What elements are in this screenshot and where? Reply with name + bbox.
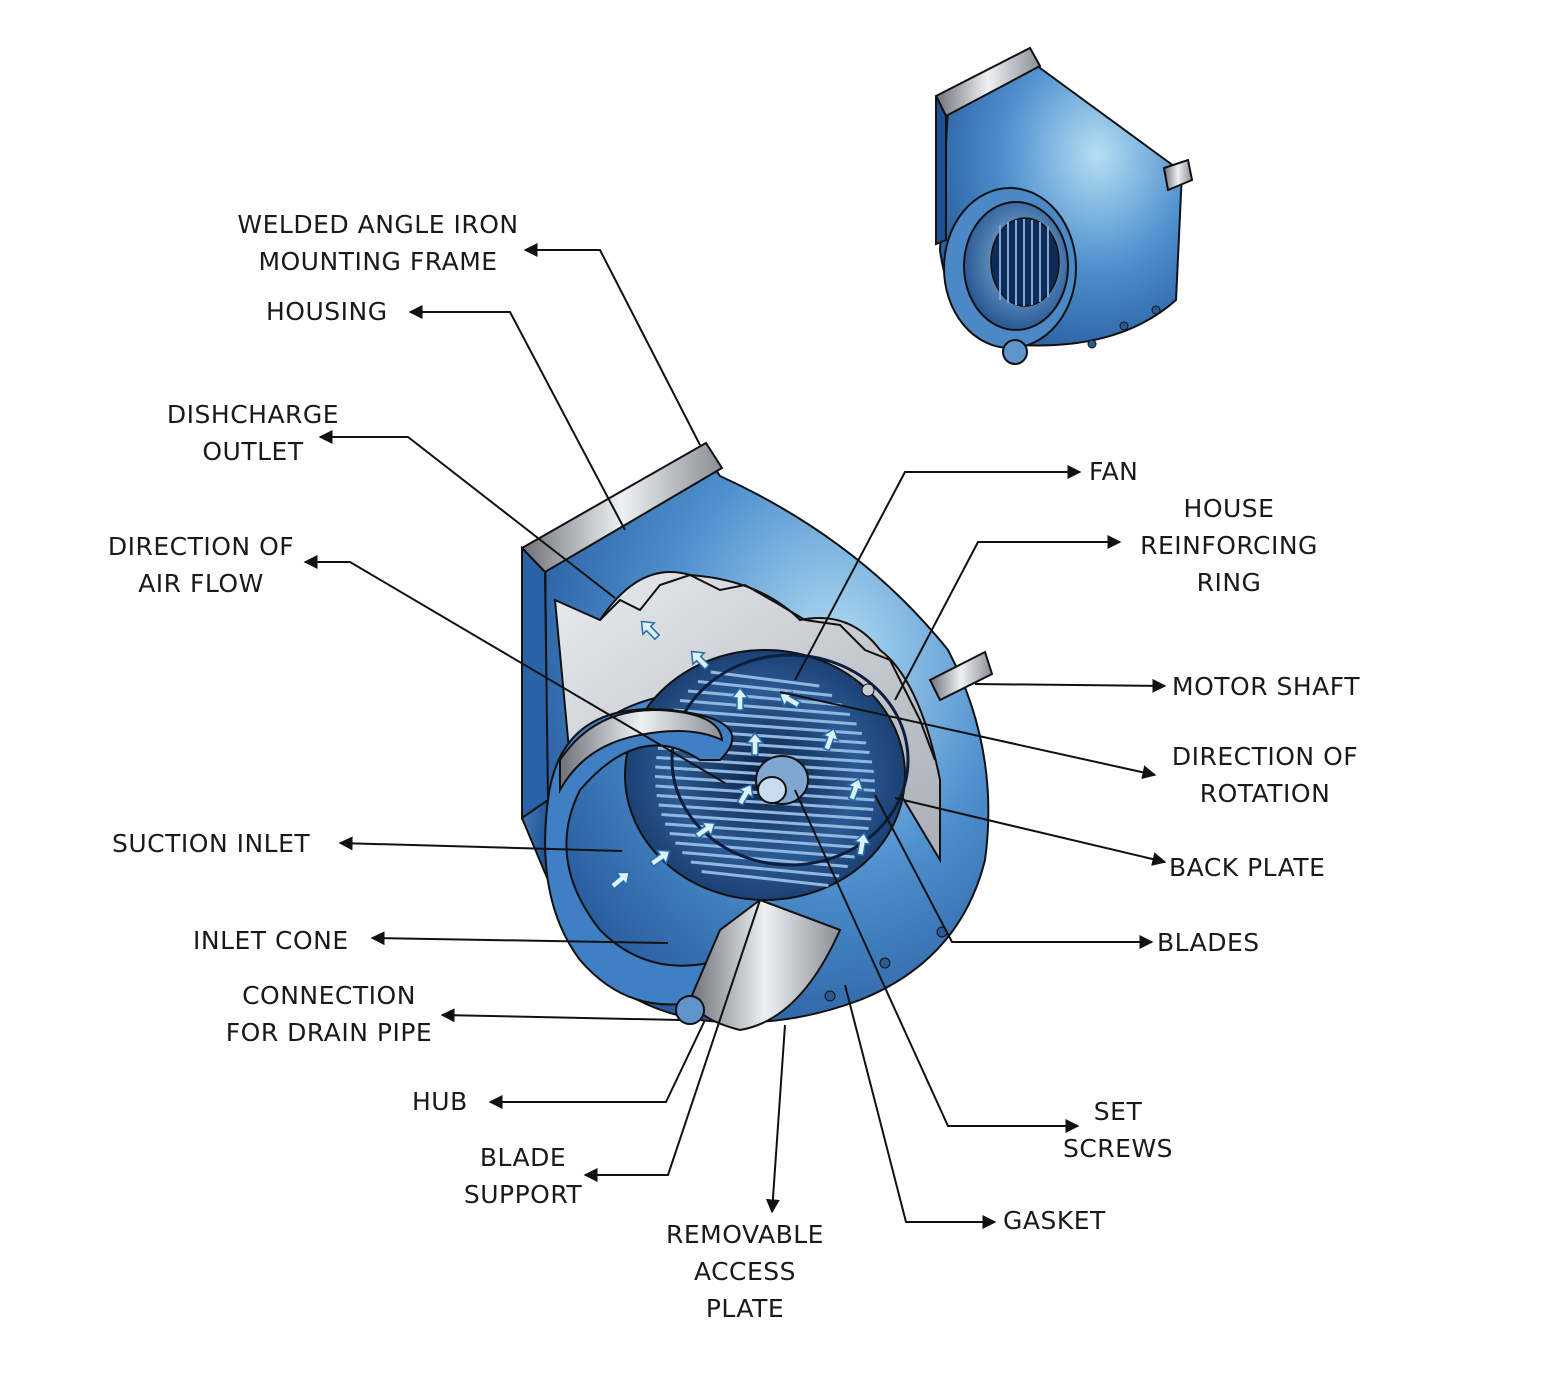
label-air-flow-line2: AIR FLOW: [138, 569, 264, 598]
fan-blade-slat: [710, 670, 820, 688]
airflow-arrow: [852, 831, 872, 857]
label-housing-line1: HOUSING: [266, 297, 388, 326]
label-housing: HOUSING: [266, 293, 388, 330]
label-set-screws-line1: SET: [1093, 1097, 1143, 1126]
leader-suction: [338, 836, 623, 852]
label-discharge-outlet: DISHCHARGE OUTLET: [152, 396, 354, 470]
label-direction-air-flow: DIRECTION OF AIR FLOW: [92, 528, 310, 602]
label-set-screws-line2: SCREWS: [1062, 1134, 1174, 1163]
label-blades-line1: BLADES: [1157, 928, 1260, 957]
leader-access-plate: [765, 1024, 786, 1214]
label-blade-support: BLADE SUPPORT: [450, 1139, 596, 1213]
label-access-line2: ACCESS: [693, 1257, 797, 1286]
fan-blade-slat: [687, 689, 843, 707]
airflow-arrow: [821, 727, 840, 752]
label-ring-line2: REINFORCING: [1140, 531, 1318, 560]
label-motor-shaft-line1: MOTOR SHAFT: [1172, 672, 1360, 701]
label-motor-shaft: MOTOR SHAFT: [1172, 668, 1360, 705]
leader-set-screws: [794, 789, 1080, 1133]
leader-inlet-cone: [370, 931, 669, 946]
label-ring-line1: HOUSE: [1183, 494, 1275, 523]
leader-motor-shaft: [974, 678, 1167, 693]
label-reinforcing-ring: HOUSE REINFORCING RING: [1122, 490, 1336, 601]
leader-gasket: [844, 984, 997, 1229]
label-set-screws: SET SCREWS: [1050, 1093, 1186, 1167]
leader-air-flow: [303, 555, 726, 784]
label-inlet-cone: INLET CONE: [193, 922, 349, 959]
label-hub-line1: HUB: [412, 1087, 468, 1116]
airflow-arrow: [846, 777, 865, 802]
label-welded-frame-line2: MOUNTING FRAME: [258, 247, 498, 276]
label-inlet-cone-line1: INLET CONE: [193, 926, 349, 955]
leader-back-plate: [894, 797, 1167, 866]
label-blade-support-line1: BLADE: [479, 1143, 567, 1172]
label-back-plate: BACK PLATE: [1169, 849, 1325, 886]
airflow-arrow: [690, 650, 711, 671]
label-fan-line1: FAN: [1089, 457, 1139, 486]
leader-lines: [303, 243, 1167, 1229]
fan-blade-slat: [661, 813, 869, 830]
label-blade-support-line2: SUPPORT: [463, 1180, 583, 1209]
label-gasket: GASKET: [1003, 1202, 1106, 1239]
label-fan: FAN: [1089, 453, 1138, 490]
leader-housing: [408, 305, 626, 531]
leader-fan: [794, 465, 1082, 681]
leader-rotation: [779, 691, 1157, 780]
label-discharge-line2: OUTLET: [202, 437, 304, 466]
airflow-arrow: [649, 849, 671, 868]
label-access-line1: REMOVABLE: [666, 1220, 824, 1249]
leader-welded-frame: [523, 243, 701, 446]
label-rotation-line2: ROTATION: [1199, 779, 1331, 808]
leader-blade-support: [583, 899, 761, 1182]
label-gasket-line1: GASKET: [1003, 1206, 1106, 1235]
label-drain-line1: CONNECTION: [242, 981, 416, 1010]
airflow-arrow: [640, 620, 661, 641]
label-back-plate-line1: BACK PLATE: [1169, 853, 1326, 882]
fan-blade-slat: [701, 870, 829, 887]
label-blades: BLADES: [1157, 924, 1260, 961]
airflow-arrow: [609, 871, 631, 890]
airflow-arrow: [694, 821, 716, 840]
fan-blade-slat: [656, 794, 874, 811]
small-blower-illustration: [934, 46, 1194, 365]
main-blower-illustration: [520, 441, 994, 1032]
fan-blade-slat: [673, 708, 857, 726]
airflow-arrow: [736, 783, 754, 807]
leader-drain: [440, 1008, 681, 1023]
leader-discharge: [318, 430, 616, 599]
leader-blades: [874, 794, 1154, 949]
leader-reinforcing-ring: [894, 535, 1122, 701]
airflow-arrow: [730, 686, 750, 711]
label-suction-line1: SUCTION INLET: [112, 829, 311, 858]
label-welded-frame-line1: WELDED ANGLE IRON: [237, 210, 519, 239]
fan-blade-slat: [658, 803, 872, 821]
label-access-plate: REMOVABLE ACCESS PLATE: [650, 1216, 840, 1327]
label-discharge-line1: DISHCHARGE: [166, 400, 340, 429]
label-rotation-line1: DIRECTION OF: [1171, 742, 1359, 771]
fan-blade-slat: [697, 680, 833, 697]
label-hub: HUB: [412, 1083, 468, 1120]
label-drain-connection: CONNECTION FOR DRAIN PIPE: [208, 977, 450, 1051]
fan-blade-slat: [690, 860, 840, 878]
label-ring-line3: RING: [1196, 568, 1262, 597]
label-drain-line2: FOR DRAIN PIPE: [225, 1018, 433, 1047]
label-access-line3: PLATE: [705, 1294, 785, 1323]
fan-blade-slat: [682, 851, 848, 868]
leader-hub: [488, 1019, 706, 1109]
airflow-arrow: [745, 731, 765, 756]
label-welded-frame: WELDED ANGLE IRON MOUNTING FRAME: [222, 206, 534, 280]
label-direction-rotation: DIRECTION OF ROTATION: [1155, 738, 1375, 812]
fan-blade-slat: [679, 699, 851, 716]
label-air-flow-line1: DIRECTION OF: [107, 532, 295, 561]
label-suction-inlet: SUCTION INLET: [112, 825, 310, 862]
